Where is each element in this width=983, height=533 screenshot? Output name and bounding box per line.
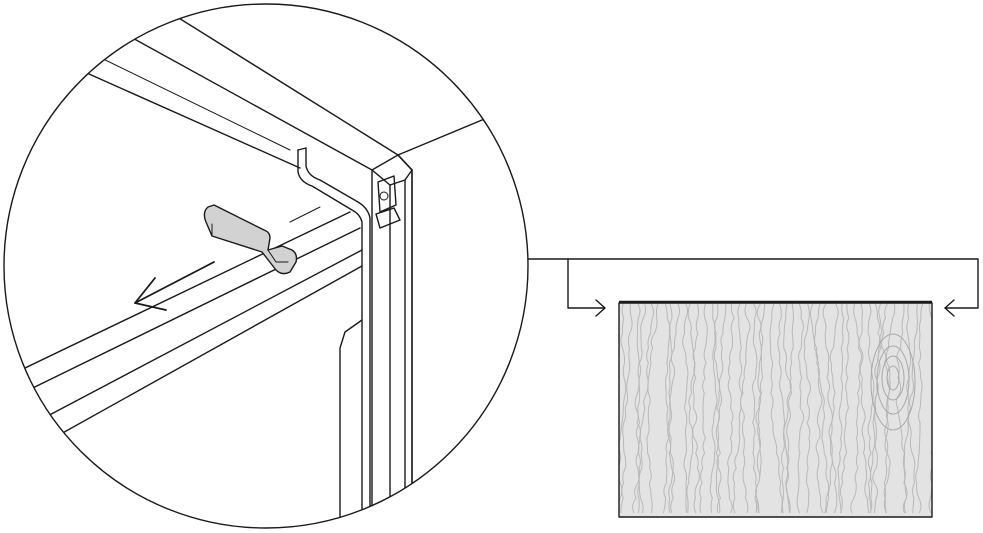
arrow-right-icon — [595, 299, 606, 317]
slide-direction-arrow — [134, 261, 215, 311]
attachment-bracket — [527, 258, 979, 317]
grain-line — [813, 303, 830, 514]
shelf-rails — [4, 206, 363, 441]
arrow-left-icon — [944, 299, 955, 317]
grain-line — [619, 303, 627, 506]
grain-line — [829, 303, 839, 514]
grain-line — [881, 303, 891, 514]
grain-line — [809, 303, 824, 514]
grain-line — [755, 303, 766, 514]
grain-line — [662, 303, 673, 514]
grain-line — [785, 303, 795, 514]
grain-line — [796, 303, 805, 514]
grain-line — [727, 303, 735, 514]
grain-line — [646, 303, 659, 514]
door-inner-edge — [339, 319, 363, 528]
grain-line — [709, 303, 718, 514]
grain-line — [620, 303, 633, 514]
grain-line — [769, 303, 783, 514]
door-frame — [371, 154, 413, 528]
grain-line — [903, 303, 912, 514]
grain-line — [803, 303, 811, 514]
grain-line — [928, 303, 932, 514]
grain-line — [635, 303, 655, 514]
grain-line — [872, 303, 883, 514]
grain-line — [716, 303, 727, 514]
mounting-clip[interactable] — [203, 204, 298, 275]
grain-line — [777, 303, 790, 514]
grain-line — [667, 303, 681, 514]
cabinet-side-panel — [397, 99, 528, 528]
grain-line — [908, 303, 918, 514]
grain-line — [732, 303, 751, 514]
grain-line — [839, 303, 850, 514]
grain-line — [781, 303, 792, 514]
grain-line — [883, 303, 896, 514]
grain-line — [850, 303, 863, 514]
detail-magnifier — [3, 3, 529, 529]
grain-line — [751, 303, 758, 514]
grain-line — [691, 303, 700, 514]
grain-line — [686, 303, 696, 514]
cabinet-top-edge — [79, 4, 399, 171]
grain-line — [837, 303, 845, 514]
top-rail — [297, 147, 371, 528]
magnifier-border — [3, 3, 529, 529]
grain-line — [699, 303, 708, 514]
grain-line — [858, 303, 869, 514]
grain-line — [682, 303, 689, 514]
wood-panel — [618, 300, 933, 518]
grain-line — [822, 303, 833, 514]
grain-line — [867, 303, 875, 514]
grain-line — [915, 303, 924, 514]
wood-grain — [619, 303, 932, 514]
grain-line — [713, 303, 721, 514]
